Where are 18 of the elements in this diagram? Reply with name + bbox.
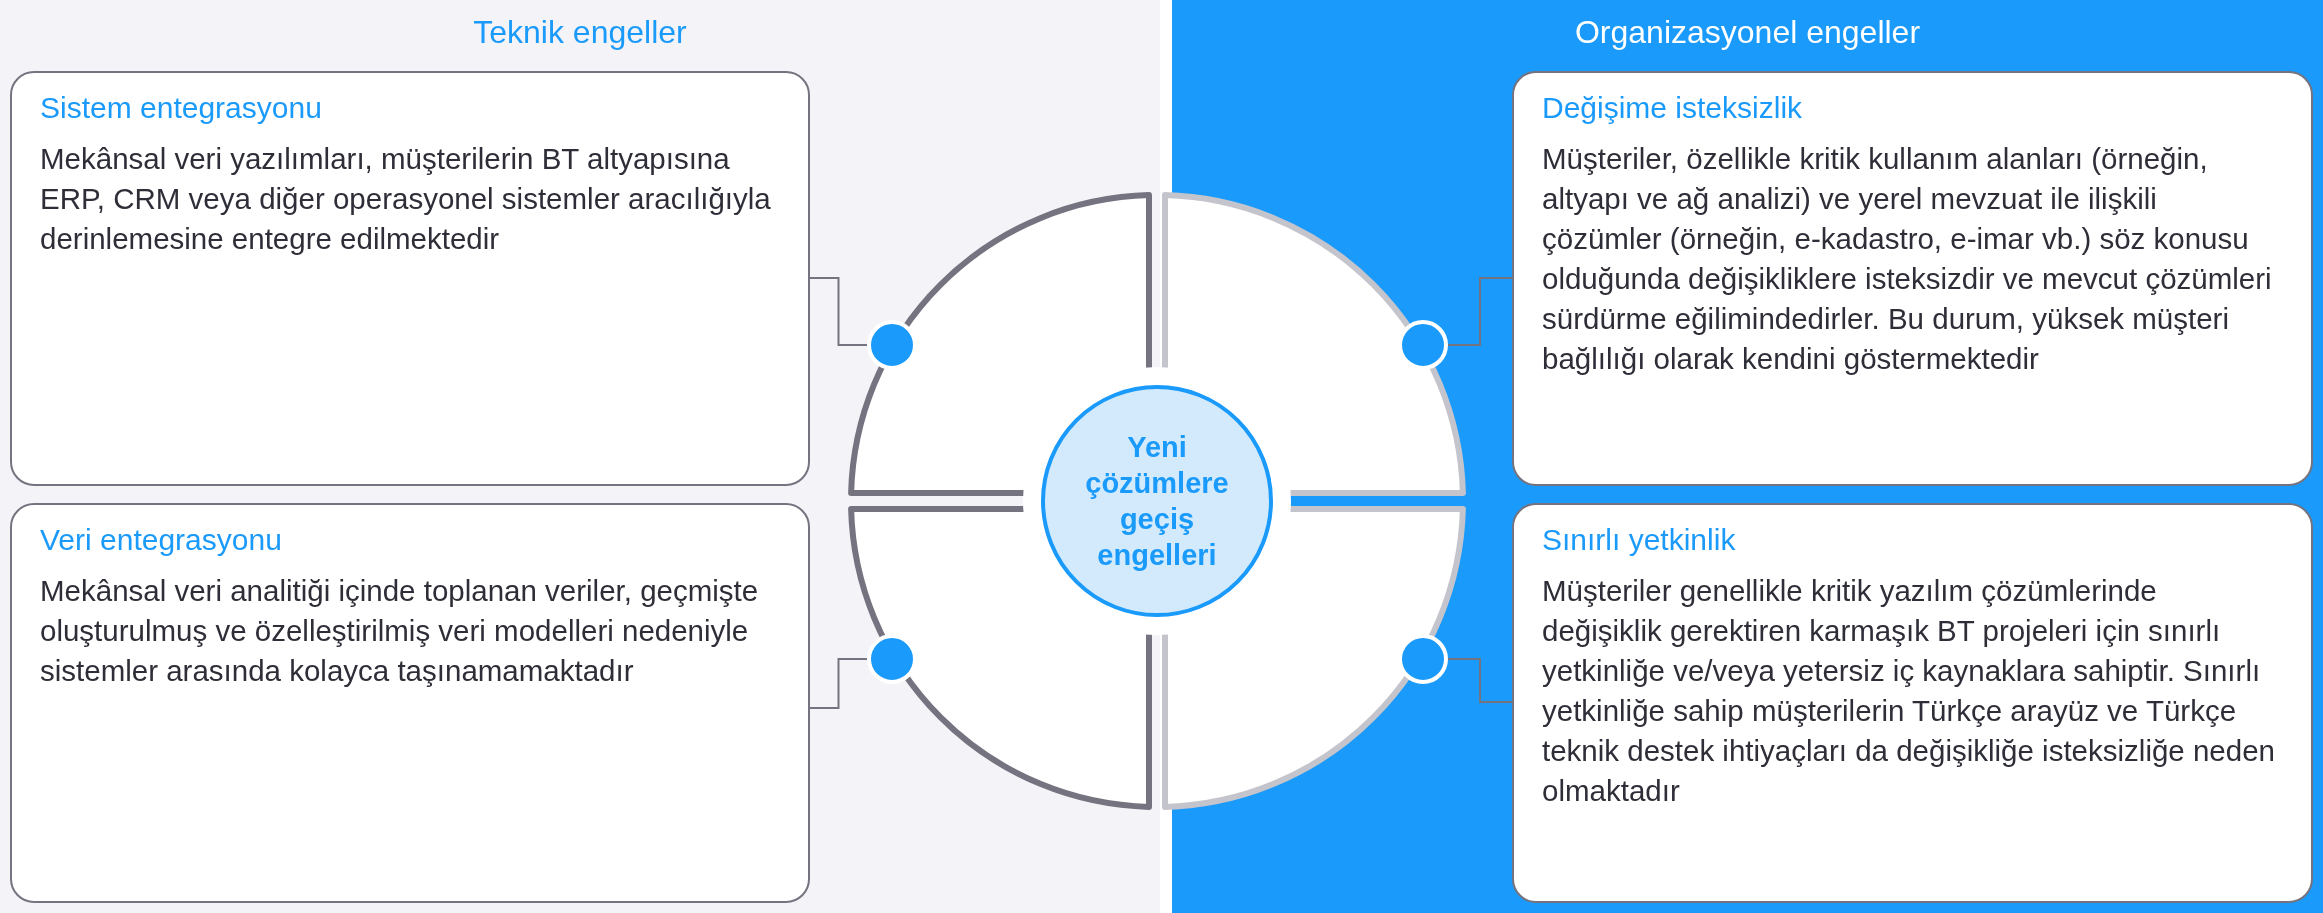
text-card xyxy=(10,503,810,903)
card-heading: Değişime isteksizlik xyxy=(1542,91,1804,125)
card-text: Müşteriler, özellikle kritik kullanım alanları (örneğin, altyapı ve ağ analizi) ve yerel mevzuat ile ilişkili çözümler (örneğin, e-kadastro, e-imar vb.) söz konusu olduğunda değişikliklere isteksizdir ve mevcut çözümleri sürdürme eğilimindedirler. Bu durum, yüksek müşteri bağlılığı olarak kendini göstermektedir xyxy=(1542,141,2273,377)
leader-line xyxy=(809,277,868,346)
card-heading: Sistem entegrasyonu xyxy=(40,91,323,125)
card-text: Mekânsal veri analitiği içinde toplanan veriler, geçmişte oluşturulmuş ve özelleştirilmiş veri modelleri nedeniyle sistemler arasında kolayca taşınamamaktadır xyxy=(40,573,760,689)
text-card xyxy=(10,71,810,486)
leader-line xyxy=(1447,277,1513,346)
card-text: Mekânsal veri yazılımları, müşterilerin BT altyapısına ERP, CRM veya diğer operasyonel sistemler aracılığıyla derinlemesine entegre edilmektedir xyxy=(40,141,772,257)
leader-line xyxy=(1447,658,1513,703)
section-heading: Teknik engeller xyxy=(472,14,688,51)
card-text: Müşteriler genellikle kritik yazılım çözümlerinde değişiklik gerektiren karmaşık BT projeleri için sınırlı yetkinliğe ve/veya yetersiz iç kaynaklara sahiptir. Sınırlı yetkinliğe sahip müşterilerin Türkçe arayüz ve Türkçe teknik destek ihtiyaçları da değişikliğe isteksizliğe neden olmaktadır xyxy=(1542,573,2276,809)
leader-line xyxy=(809,658,868,709)
card-heading: Veri entegrasyonu xyxy=(40,523,283,557)
text-card xyxy=(1512,503,2313,903)
text-card xyxy=(1512,71,2313,486)
card-heading: Sınırlı yetkinlik xyxy=(1542,523,1737,557)
section-heading: Organizasyonel engeller xyxy=(1573,14,1922,51)
